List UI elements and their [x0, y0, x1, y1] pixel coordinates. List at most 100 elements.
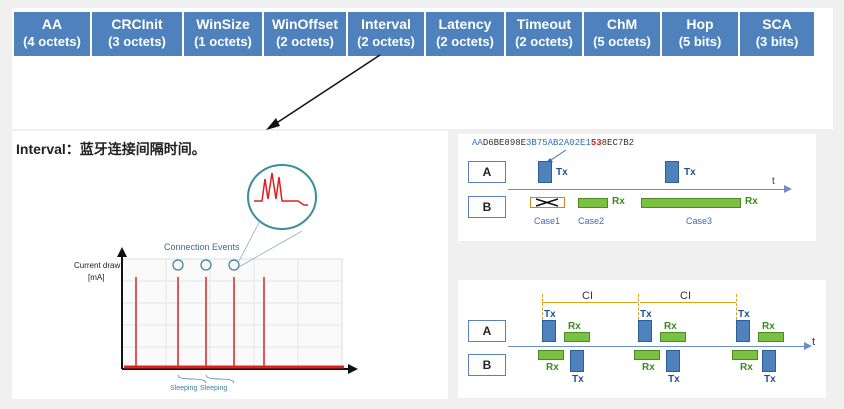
- device-b-label: B: [468, 354, 506, 376]
- field-size: (2 octets): [357, 34, 415, 49]
- ci-marker-3: [736, 294, 737, 320]
- case2-label: Case2: [578, 216, 605, 226]
- field-name: SCA: [762, 16, 792, 32]
- time-axis-arrow: [784, 185, 792, 193]
- field-latency: Latency (2 octets): [426, 12, 504, 56]
- hex-part1: D6BE898E: [482, 138, 527, 148]
- a-rx-block-1: [564, 332, 590, 342]
- a-tx-block-2: [638, 320, 652, 342]
- hex-part4: 8EC7B2: [601, 138, 635, 148]
- field-name: Interval: [361, 16, 411, 32]
- field-size: (1 octets): [194, 34, 252, 49]
- field-size: (5 bits): [678, 34, 722, 49]
- field-interval: Interval (2 octets): [348, 12, 424, 56]
- field-winoffset: WinOffset (2 octets): [264, 12, 346, 56]
- sleeping-label-1: Sleeping: [170, 385, 198, 392]
- rx-block-case2: [578, 198, 608, 208]
- hex-pointer-arrow: [544, 149, 567, 165]
- rx-block-case3: [641, 198, 741, 208]
- packet-field-bar: AA (4 octets) CRCInit (3 octets) WinSize…: [12, 8, 833, 63]
- y-axis-label-line1: Current draw: [74, 261, 121, 270]
- ci-span-1: [542, 302, 638, 303]
- spacer-panel: [12, 63, 833, 129]
- device-b-label: B: [468, 196, 506, 218]
- rx-label-case2: Rx: [612, 196, 625, 207]
- field-size: (2 octets): [515, 34, 573, 49]
- b-rx-label-1: Rx: [546, 362, 559, 373]
- field-name: CRCInit: [111, 16, 163, 32]
- ci-span-2: [640, 302, 736, 303]
- field-chm: ChM (5 octets): [584, 12, 660, 56]
- a-tx-label-3: Tx: [738, 309, 750, 320]
- b-rx-label-2: Rx: [642, 362, 655, 373]
- field-timeout: Timeout (2 octets): [506, 12, 582, 56]
- b-tx-block-2: [666, 350, 680, 372]
- rx-label-case3: Rx: [745, 196, 758, 207]
- b-tx-block-3: [762, 350, 776, 372]
- ci-label-1: CI: [582, 290, 593, 302]
- connection-events-label: Connection Events: [164, 242, 240, 252]
- ci-label-2: CI: [680, 290, 691, 302]
- field-winsize: WinSize (1 octets): [184, 12, 262, 56]
- field-name: WinSize: [196, 16, 250, 32]
- b-tx-label-1: Tx: [572, 374, 584, 385]
- device-a-label: A: [468, 161, 506, 183]
- a-rx-label-2: Rx: [664, 321, 677, 332]
- timing-diagram-cases: AAD6BE898E3B75AB2A02E1538EC7B2 A B Tx Tx…: [458, 134, 816, 241]
- b-rx-block-1: [538, 350, 564, 360]
- b-tx-block-1: [570, 350, 584, 372]
- field-size: (4 octets): [23, 34, 81, 49]
- interval-description: Interval：蓝牙连接间隔时间。: [16, 141, 206, 157]
- power-consumption-graph: [117, 164, 358, 384]
- tx-block-2: [665, 161, 679, 183]
- timing-diagram-connection-interval: CI CI A B Tx Rx Tx Rx Tx Rx t Rx Tx Rx T…: [458, 280, 826, 398]
- time-axis: [508, 189, 784, 190]
- a-rx-label-1: Rx: [568, 321, 581, 332]
- field-size: (3 bits): [755, 34, 799, 49]
- b-rx-block-2: [634, 350, 660, 360]
- hex-string: AAD6BE898E3B75AB2A02E1538EC7B2: [472, 138, 634, 148]
- sleeping-label-2: Sleeping: [200, 385, 228, 392]
- hex-prefix: AA: [472, 138, 483, 148]
- field-size: (5 octets): [593, 34, 651, 49]
- b-rx-label-3: Rx: [740, 362, 753, 373]
- field-name: Timeout: [516, 16, 572, 32]
- a-tx-block-3: [736, 320, 750, 342]
- time-axis-label: t: [772, 176, 775, 187]
- field-name: Hop: [686, 16, 714, 32]
- case1-failed-block: [530, 197, 565, 208]
- field-hop: Hop (5 bits): [662, 12, 738, 56]
- case3-label: Case3: [686, 216, 713, 226]
- case1-label: Case1: [534, 216, 561, 226]
- a-tx-block-1: [542, 320, 556, 342]
- a-rx-block-2: [660, 332, 686, 342]
- field-name: Latency: [438, 16, 492, 32]
- hex-part2: 3B75AB2A02E1: [526, 138, 591, 148]
- ci-marker-2: [638, 294, 639, 320]
- a-tx-label-2: Tx: [640, 309, 652, 320]
- b-rx-block-3: [732, 350, 758, 360]
- time-axis: [508, 346, 806, 347]
- tx-block-1: [538, 161, 552, 183]
- hex-part3: 53: [590, 138, 602, 148]
- a-rx-label-3: Rx: [762, 321, 775, 332]
- time-axis-arrow: [804, 342, 812, 350]
- b-tx-label-3: Tx: [764, 374, 776, 385]
- a-tx-label-1: Tx: [544, 309, 556, 320]
- device-a-label: A: [468, 320, 506, 342]
- tx-label-2: Tx: [684, 167, 696, 178]
- y-axis-label-line2: [mA]: [88, 273, 105, 282]
- field-aa: AA (4 octets): [14, 12, 90, 56]
- field-name: AA: [41, 16, 63, 32]
- field-size: (3 octets): [108, 34, 166, 49]
- interval-panel: Interval：蓝牙连接间隔时间。: [12, 131, 448, 399]
- b-tx-label-2: Tx: [668, 374, 680, 385]
- field-name: WinOffset: [272, 16, 338, 32]
- a-rx-block-3: [758, 332, 784, 342]
- tx-label-1: Tx: [556, 167, 568, 178]
- field-name: ChM: [606, 16, 638, 32]
- field-size: (2 octets): [436, 34, 494, 49]
- field-sca: SCA (3 bits): [740, 12, 814, 56]
- field-size: (2 octets): [276, 34, 334, 49]
